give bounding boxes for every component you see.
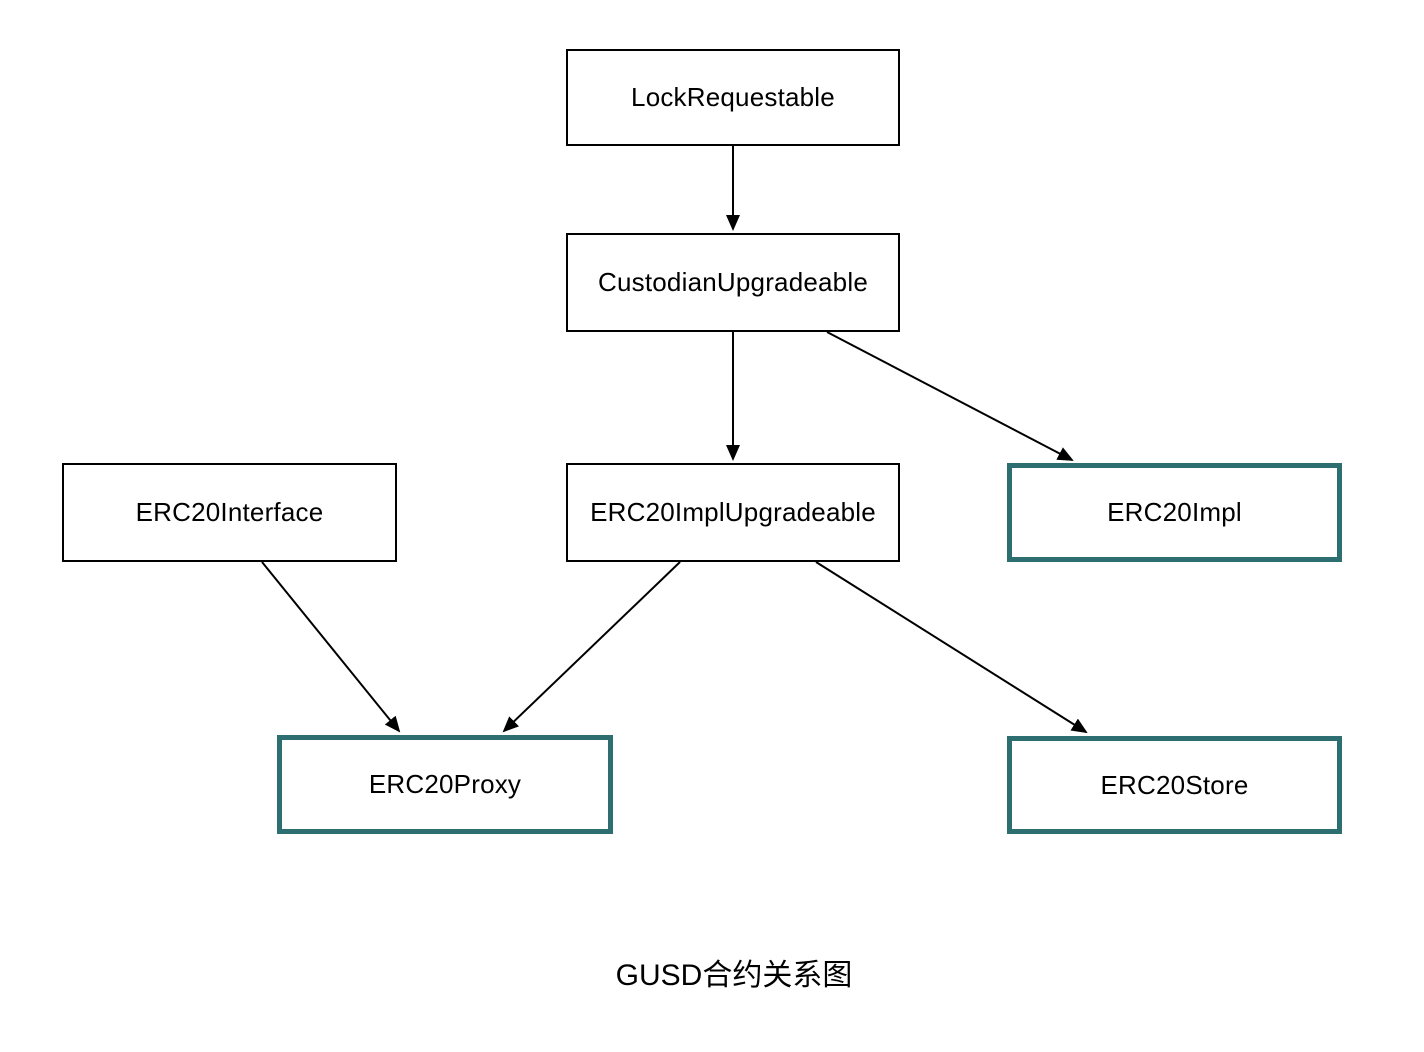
node-erc20proxy: ERC20Proxy	[277, 735, 613, 834]
edge-erc20implupgradeable-erc20store	[815, 561, 1088, 734]
node-custodianupgradeable: CustodianUpgradeable	[566, 233, 900, 332]
node-erc20interface-label: ERC20Interface	[135, 497, 324, 527]
node-lockrequestable-label: LockRequestable	[631, 82, 835, 112]
edge-erc20interface-erc20proxy	[261, 561, 401, 733]
node-erc20implupgradeable-label: ERC20ImplUpgradeable	[590, 497, 876, 527]
edge-erc20implupgradeable-erc20proxy	[502, 561, 681, 733]
diagram-caption: GUSD合约关系图	[615, 959, 853, 992]
node-erc20impl: ERC20Impl	[1007, 463, 1342, 562]
node-erc20store-label: ERC20Store	[1100, 769, 1249, 800]
node-lockrequestable: LockRequestable	[566, 49, 900, 146]
node-erc20implupgradeable: ERC20ImplUpgradeable	[566, 463, 900, 562]
edge-custodianupgradeable-erc20impl	[826, 331, 1074, 461]
node-erc20impl-label: ERC20Impl	[1107, 497, 1242, 527]
node-erc20store: ERC20Store	[1007, 736, 1342, 834]
node-erc20interface: ERC20Interface	[62, 463, 397, 562]
node-custodianupgradeable-label: CustodianUpgradeable	[598, 267, 868, 297]
node-erc20proxy-label: ERC20Proxy	[368, 769, 522, 799]
